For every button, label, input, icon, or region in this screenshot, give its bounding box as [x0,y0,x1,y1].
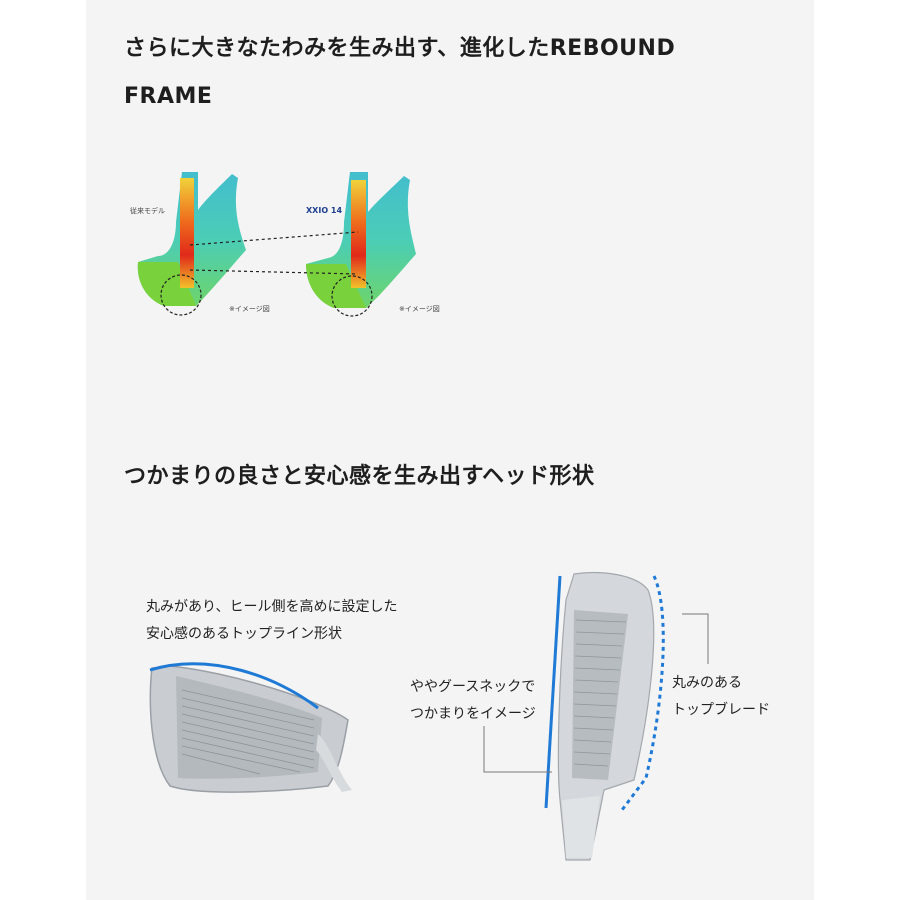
new-model-highlight-circle [331,275,373,317]
topline-caption-line1: 丸みがあり、ヒール側を高めに設定した [146,599,398,615]
goose-callout-line [483,726,552,773]
new-model-label: XXIO 14 [306,206,343,215]
section1-title-line1: さらに大きなたわみを生み出す、進化したREBOUND [124,36,676,61]
goose-neck-blue-line [544,575,562,809]
topline-caption: 丸みがあり、ヒール側を高めに設定した 安心感のあるトップライン形状 [146,594,397,648]
topblade-caption: 丸みのある トップブレード [672,670,770,724]
old-model-head [137,172,246,316]
image-note-left: ※イメージ図 [229,305,270,313]
topblade-caption-line2: トップブレード [672,702,770,718]
iron-head-address-view [544,571,665,861]
section1-title-line2: FRAME [124,84,213,109]
top-blade-blue-dashed [620,575,665,811]
blade-callout-line [682,613,709,664]
image-note-right: ※イメージ図 [399,305,440,313]
compare-line-upper [189,231,359,246]
new-model-head [306,172,416,317]
topline-blue-line [149,662,319,710]
old-model-label: 従来モデル [130,207,165,215]
gooseneck-caption-line1: ややグースネックで [410,679,536,695]
gooseneck-caption: ややグースネックで つかまりをイメージ [410,674,536,728]
gooseneck-caption-line2: つかまりをイメージ [410,706,536,722]
topline-caption-line2: 安心感のあるトップライン形状 [146,626,342,642]
compare-line-lower [189,269,359,275]
iron-head-face-view [149,662,352,793]
old-model-highlight-circle [160,274,202,316]
section2-title: つかまりの良さと安心感を生み出すヘッド形状 [124,464,595,489]
topblade-caption-line1: 丸みのある [672,675,742,691]
